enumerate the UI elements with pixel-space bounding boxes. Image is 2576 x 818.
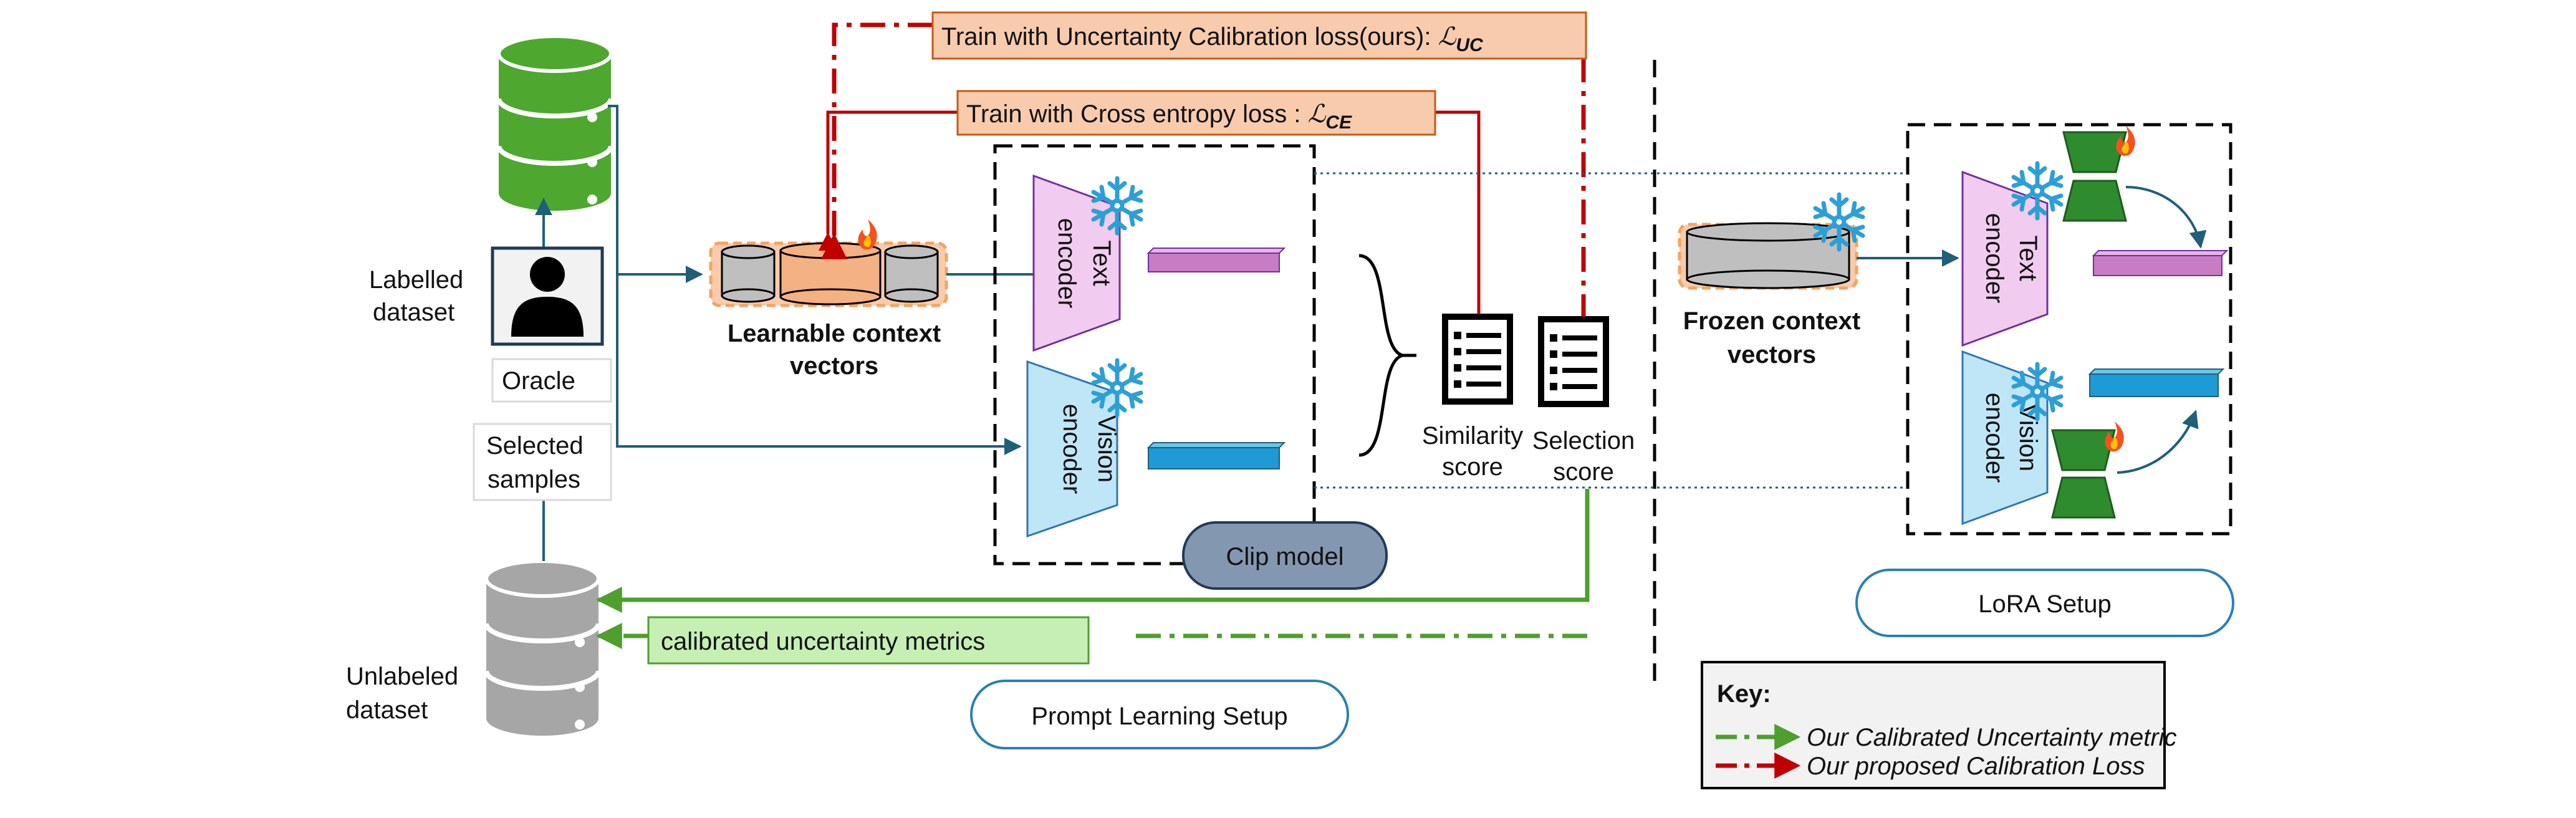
context-cylinder-2 — [779, 242, 882, 306]
frozen-context-line2: vectors — [1728, 341, 1816, 368]
db-to-vision-arrow — [616, 274, 1022, 455]
lora-vision-encoder-line2: encoder — [1981, 393, 2008, 483]
svg-text:Prompt Learning Setup: Prompt Learning Setup — [1031, 703, 1287, 730]
ce-loss-banner: Train with Cross entropy loss : ℒCE — [956, 90, 1436, 136]
svg-text:Clip model: Clip model — [1226, 543, 1344, 570]
flame-icon — [2105, 421, 2124, 452]
calibrated-metrics-box: calibrated uncertainty metrics — [647, 616, 1090, 665]
uc-loss-banner: Train with Uncertainty Calibration loss(… — [931, 11, 1587, 60]
ce-loss-line — [819, 110, 961, 251]
db-to-context-arrow — [608, 105, 703, 283]
snowflake-icon — [1815, 195, 1863, 249]
ce-loss-line-right — [1434, 110, 1481, 314]
oracle-box: Oracle — [491, 358, 612, 403]
selected-samples-line2: samples — [488, 466, 580, 493]
svg-text:calibrated uncertainty metrics: calibrated uncertainty metrics — [661, 628, 985, 655]
context-cylinder-3 — [884, 244, 939, 303]
lora-adapter-vision — [2051, 421, 2124, 519]
labelled-database-icon — [496, 34, 613, 211]
person-icon — [491, 246, 604, 346]
frozen-context-line1: Frozen context — [1683, 307, 1860, 335]
prompt-learning-setup-label: Prompt Learning Setup — [970, 680, 1349, 749]
text-encoder-line2: encoder — [1053, 218, 1080, 309]
key-item-2: Our proposed Calibration Loss — [1807, 753, 2145, 780]
similarity-score-line1: Similarity — [1422, 422, 1523, 450]
selected-samples-line1: Selected — [486, 432, 584, 460]
text-encoder-line1: Text — [1088, 240, 1115, 286]
clip-model-frame — [993, 144, 1316, 565]
lora-setup-label: LoRA Setup — [1855, 569, 2234, 637]
lora-text-encoder-line1: Text — [2014, 235, 2042, 281]
lora-text-encoder: Text encoder — [1961, 170, 2049, 347]
uc-loss-line — [821, 22, 934, 259]
vision-encoder-line2: encoder — [1058, 404, 1085, 494]
learnable-context-line1: Learnable context — [728, 320, 941, 347]
svg-text:LoRA Setup: LoRA Setup — [1978, 590, 2112, 618]
learnable-context-vectors — [709, 219, 948, 307]
lora-vision-encoder: Vision encoder — [1961, 350, 2049, 526]
learnable-context-line2: vectors — [790, 352, 878, 380]
selection-score-icon — [1541, 319, 1606, 404]
frozen-context-vectors — [1678, 222, 1858, 290]
vision-encoder: Vision encoder — [1026, 360, 1120, 538]
image-feature-bar — [1146, 442, 1286, 469]
vision-encoder-line1: Vision — [1093, 415, 1120, 483]
similarity-score-icon — [1445, 317, 1510, 402]
key-legend: Key: Our Calibrated Uncertainty metric O… — [1701, 661, 2177, 789]
key-title: Key: — [1717, 680, 1771, 708]
unlabeled-dataset-line2: dataset — [346, 696, 428, 724]
text-feature-bar — [1146, 248, 1286, 272]
flame-icon — [858, 219, 877, 250]
selected-samples-box: Selected samples — [473, 423, 612, 501]
lora-text-feature-bar — [2092, 250, 2229, 276]
lora-adapter-text — [2062, 126, 2135, 222]
context-cylinder-1 — [721, 244, 776, 303]
svg-text:Train with Uncertainty Calibra: Train with Uncertainty Calibration loss(… — [941, 22, 1484, 55]
svg-text:Oracle: Oracle — [502, 367, 575, 395]
key-item-1: Our Calibrated Uncertainty metric — [1807, 724, 2177, 751]
similarity-score-line2: score — [1442, 453, 1503, 481]
flame-icon — [2116, 126, 2135, 156]
labelled-dataset-line1: Labelled — [369, 266, 463, 294]
unlabeled-dataset-line1: Unlabeled — [346, 663, 458, 690]
labelled-dataset-line2: dataset — [373, 299, 454, 326]
lora-image-feature-bar — [2088, 368, 2225, 397]
svg-text:Train with Cross entropy loss: Train with Cross entropy loss : ℒCE — [966, 100, 1352, 133]
selection-score-line1: Selection — [1532, 427, 1635, 455]
combine-brace — [1358, 254, 1403, 457]
selection-score-line2: score — [1553, 458, 1614, 486]
snowflake-icon — [2014, 163, 2061, 218]
unlabeled-database-icon — [484, 559, 601, 736]
lora-frame — [1906, 123, 2232, 536]
text-encoder: Text encoder — [1032, 174, 1121, 352]
clip-model-label: Clip model — [1182, 521, 1388, 590]
lora-text-encoder-line2: encoder — [1981, 213, 2008, 304]
selection-to-unlabeled-line — [595, 489, 1590, 613]
